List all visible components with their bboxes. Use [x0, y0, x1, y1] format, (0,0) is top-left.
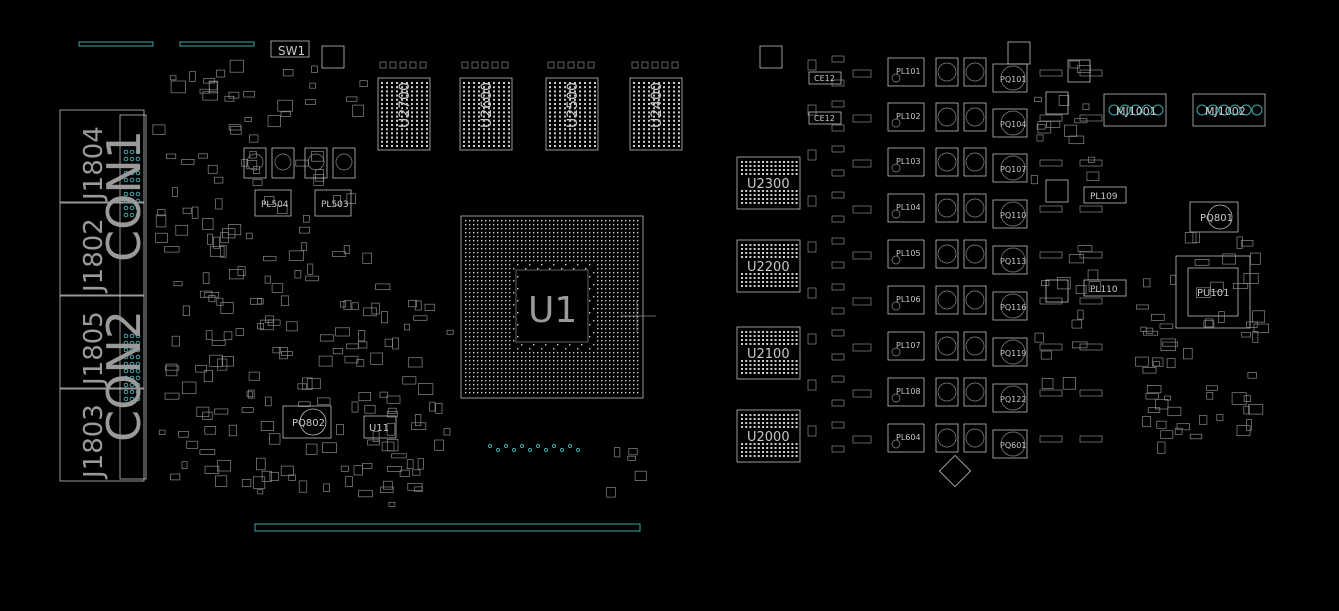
- mosfet-label: PQ122: [1000, 395, 1026, 404]
- chip-u11: U11: [369, 423, 389, 434]
- controller-pq801: PQ801: [1200, 213, 1233, 224]
- memory-label: U2100: [747, 347, 790, 362]
- switch-label: SW1: [278, 44, 305, 58]
- memory-label: U2000: [747, 430, 790, 445]
- header-mj1001: MJ1001: [1116, 105, 1157, 118]
- memory-chip: U2600: [459, 61, 513, 151]
- mosfet-label: PQ116: [1000, 303, 1026, 312]
- controller-pu101: PU101: [1197, 288, 1229, 299]
- vrm-phases: PL101PQ101PL102PQ104PL103PQ107PL104PQ110…: [807, 55, 1127, 488]
- memory-label: U2300: [747, 177, 790, 192]
- inductor-pl504: PL504: [261, 200, 289, 210]
- capacitor-ce12: [808, 111, 842, 125]
- controller-pq802: PQ802: [292, 418, 325, 429]
- memory-chip: U2700: [377, 61, 431, 151]
- inductor-outline: [314, 189, 352, 217]
- connector-label-j1803: J1803: [79, 404, 109, 480]
- header-mj1002: MJ1002: [1205, 105, 1246, 118]
- inductor-pl503: PL503: [321, 200, 349, 210]
- memory-label: U2400: [649, 82, 665, 128]
- gpu-ball-array: [465, 220, 639, 394]
- memory-chip: U2300: [736, 156, 801, 210]
- inductor-label: PL604: [896, 433, 921, 442]
- memory-chip: U2000: [736, 409, 801, 463]
- inductor-label: PL104: [896, 203, 921, 212]
- mosfet-label: PQ101: [1000, 75, 1026, 84]
- inductor-outline: [1083, 186, 1127, 204]
- capacitor-ce12: [808, 71, 842, 85]
- inductor-outline: [254, 189, 292, 217]
- small-chip: [321, 45, 345, 69]
- mosfet-outline: [243, 147, 267, 179]
- small-chip: [759, 45, 783, 69]
- small-chip: [1007, 41, 1031, 65]
- inductor-outline: [1083, 279, 1127, 297]
- memory-label: U2600: [479, 82, 495, 128]
- inductor-label: PL108: [896, 387, 921, 396]
- inductor-label: PL107: [896, 341, 921, 350]
- memory-chip: U2400: [629, 61, 683, 151]
- memory-chip: U2200: [736, 239, 801, 293]
- small-chip: [1045, 91, 1069, 115]
- inductor-label: PL105: [896, 249, 921, 258]
- connector-label-j1804: J1804: [79, 126, 109, 202]
- memory-chip: U2500: [545, 61, 599, 151]
- inductor-label: PL101: [896, 67, 921, 76]
- mosfet-label: PQ119: [1000, 349, 1026, 358]
- mosfet-outline: [304, 147, 328, 179]
- memory-label: U2200: [747, 260, 790, 275]
- inductor-pl109: PL109: [1090, 192, 1118, 202]
- inductor-pl110: PL110: [1090, 285, 1118, 295]
- connector-group-con2: CON2: [97, 310, 151, 442]
- diamond-component: [938, 454, 972, 488]
- gpu-label: U1: [528, 290, 577, 331]
- small-chip: [1045, 279, 1069, 303]
- capacitor-ce12-a: CE12: [814, 74, 835, 83]
- mosfet-label: PQ104: [1000, 120, 1026, 129]
- capacitor-ce12-b: CE12: [814, 114, 835, 123]
- mosfet-outline: [271, 147, 295, 179]
- memory-chip: U2100: [736, 326, 801, 380]
- mosfet-label: PQ107: [1000, 165, 1026, 174]
- mosfet-label: PQ601: [1000, 441, 1026, 450]
- small-components: [123, 41, 1269, 507]
- inductor-label: PL106: [896, 295, 921, 304]
- inductor-label: PL103: [896, 157, 921, 166]
- small-chip: [1067, 59, 1091, 83]
- mosfet-label: PQ113: [1000, 257, 1026, 266]
- connector-group-con1: CON1: [97, 130, 151, 262]
- board-outline-layer: [59, 40, 1266, 532]
- memory-label: U2500: [565, 82, 581, 128]
- connector-label-j1802: J1802: [79, 218, 109, 294]
- mosfet-outline: [332, 147, 356, 179]
- inductor-label: PL102: [896, 112, 921, 121]
- mosfet-label: PQ110: [1000, 211, 1026, 220]
- memory-label: U2700: [397, 82, 413, 128]
- small-chip: [1045, 179, 1069, 203]
- connector-label-j1805: J1805: [79, 311, 109, 387]
